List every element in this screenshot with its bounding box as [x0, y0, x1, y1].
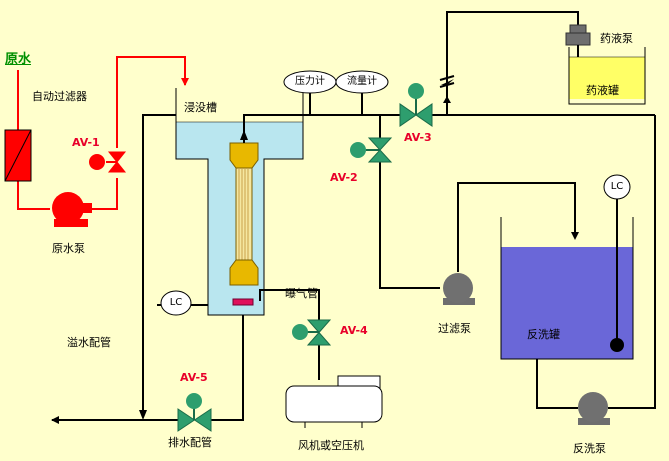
chemical-line	[380, 11, 655, 116]
backwash-level-controller	[603, 174, 631, 352]
auto-filter	[4, 129, 32, 182]
raw-water-line	[17, 56, 189, 210]
aeration-pipe	[232, 298, 254, 306]
backwash-tank	[500, 217, 634, 360]
drain-line	[51, 315, 244, 424]
backwash-pump	[578, 392, 610, 425]
immersion-tank-label: 浸没槽	[184, 101, 217, 114]
blower-label: 风机或空压机	[298, 439, 364, 452]
backwash-lc-label: LC	[610, 181, 624, 192]
filter-pump-label: 过滤泵	[438, 322, 471, 335]
av1-label: AV-1	[72, 136, 100, 149]
av5-valve[interactable]	[177, 393, 212, 432]
aeration-pipe-label: 曝气管	[285, 287, 318, 300]
av4-label: AV-4	[340, 324, 368, 337]
overflow-line	[142, 114, 208, 412]
flow-meter	[335, 70, 389, 94]
av5-label: AV-5	[180, 371, 208, 384]
backwash-pump-label: 反洗泵	[573, 442, 606, 455]
filter-pump	[443, 182, 579, 305]
chemical-pump	[565, 24, 591, 58]
chemical-pump-label: 药液泵	[600, 32, 633, 45]
raw-water-label: 原水	[5, 52, 32, 67]
membrane-module	[229, 142, 259, 286]
tank-lc-label: LC	[169, 297, 183, 308]
av2-valve[interactable]	[350, 137, 393, 163]
av4-valve[interactable]	[292, 319, 332, 346]
raw-pump-label: 原水泵	[52, 242, 85, 255]
backwash-tank-label: 反洗罐	[527, 328, 560, 341]
backwash-line	[536, 115, 656, 409]
av3-label: AV-3	[404, 131, 432, 144]
pressure-gauge-label: 压力计	[295, 76, 325, 87]
drain-pipe-label: 排水配管	[168, 436, 212, 449]
flow-meter-label: 流量计	[347, 76, 377, 87]
blower	[285, 375, 383, 428]
overflow-pipe-label: 溢水配管	[67, 336, 111, 349]
av3-valve[interactable]	[399, 83, 433, 127]
av2-label: AV-2	[330, 171, 358, 184]
chemical-tank	[568, 47, 646, 105]
raw-water-pump	[52, 192, 92, 227]
air-line	[259, 289, 320, 380]
check-valve	[439, 75, 455, 81]
av1-valve[interactable]	[89, 151, 127, 173]
auto-filter-label: 自动过滤器	[32, 90, 87, 103]
tank-level-controller	[160, 290, 192, 316]
chemical-tank-label: 药液罐	[586, 84, 619, 97]
